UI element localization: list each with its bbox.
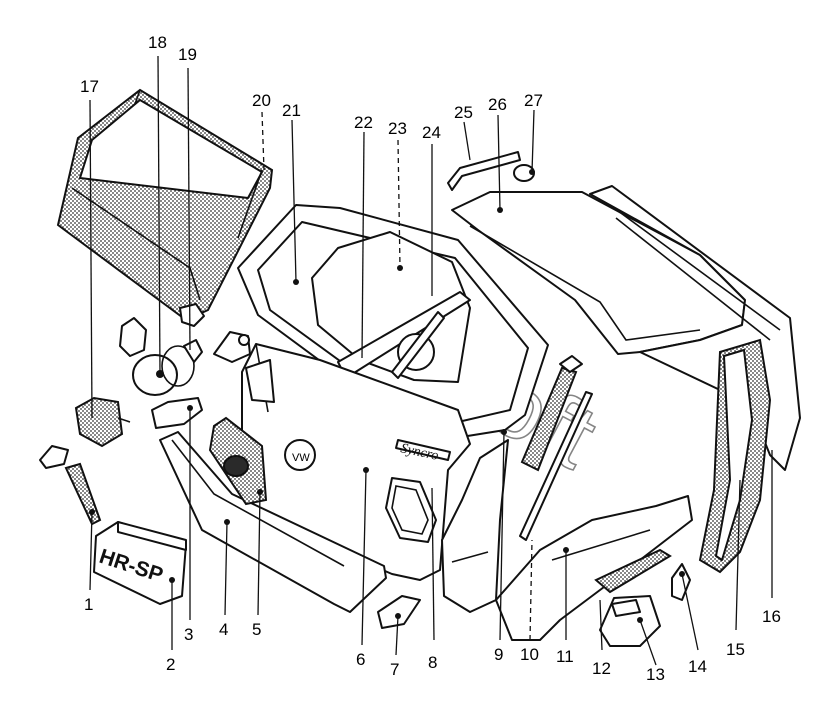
callout-25: 25: [454, 103, 473, 122]
front-bumper-part: [159, 431, 387, 613]
callout-11: 11: [556, 647, 574, 666]
tail-light-part: [74, 396, 131, 448]
round-lens-part: [132, 345, 195, 396]
bumper-cap-right-part: [377, 595, 421, 629]
roof-trim-part: [447, 151, 521, 191]
callout-23: 23: [388, 119, 407, 138]
callout-26: 26: [488, 95, 507, 114]
callout-24: 24: [422, 123, 441, 142]
front-panel-part: VW: [241, 343, 471, 581]
callout-3: 3: [184, 625, 193, 644]
grille-part: [208, 416, 268, 506]
leader-lines: [89, 55, 773, 666]
callout-9: 9: [494, 645, 503, 664]
callout-6: 6: [356, 650, 365, 669]
callout-14: 14: [688, 657, 707, 676]
callout-20: 20: [252, 91, 271, 110]
callout-18: 18: [148, 33, 167, 52]
bumper-end-cap-part: [151, 397, 203, 429]
callout-22: 22: [354, 113, 373, 132]
callout-4: 4: [219, 620, 228, 639]
door-pillar-part: [698, 338, 772, 574]
callout-21: 21: [282, 101, 301, 120]
callout-13: 13: [646, 665, 665, 684]
license-plate-part: HR-SP: [39, 445, 187, 605]
tailgate-seal-part: [237, 169, 263, 239]
callout-17: 17: [80, 77, 99, 96]
callout-7: 7: [390, 660, 399, 679]
callout-15: 15: [726, 640, 745, 659]
wiper-assembly-part: [311, 231, 471, 383]
tailgate-latch-part: [119, 303, 205, 363]
callout-5: 5: [252, 620, 261, 639]
callout-8: 8: [428, 653, 437, 672]
callout-12: 12: [592, 659, 611, 678]
wheel-housing-part: [441, 439, 509, 613]
fender-part: [495, 495, 693, 641]
callout-1: 1: [84, 595, 93, 614]
attachment-dots: [89, 169, 685, 623]
trim-strip-part: [519, 355, 593, 541]
plate-bracket-part: [117, 521, 187, 551]
tailgate-part: [56, 88, 274, 322]
callout-19: 19: [178, 45, 197, 64]
callout-numbers: 1 2 3 4 5 6 7 8 9 10 11 12 13 14 15 16 1…: [80, 33, 781, 684]
bracket-part: [599, 595, 661, 647]
callout-2: 2: [166, 655, 175, 674]
washer-pump-part: [213, 331, 251, 363]
side-light-part: [671, 563, 691, 601]
callout-10: 10: [520, 645, 539, 664]
callout-27: 27: [524, 91, 543, 110]
mud-flap-part: [594, 548, 672, 594]
callout-16: 16: [762, 607, 781, 626]
vw-logo-text: VW: [292, 452, 310, 464]
